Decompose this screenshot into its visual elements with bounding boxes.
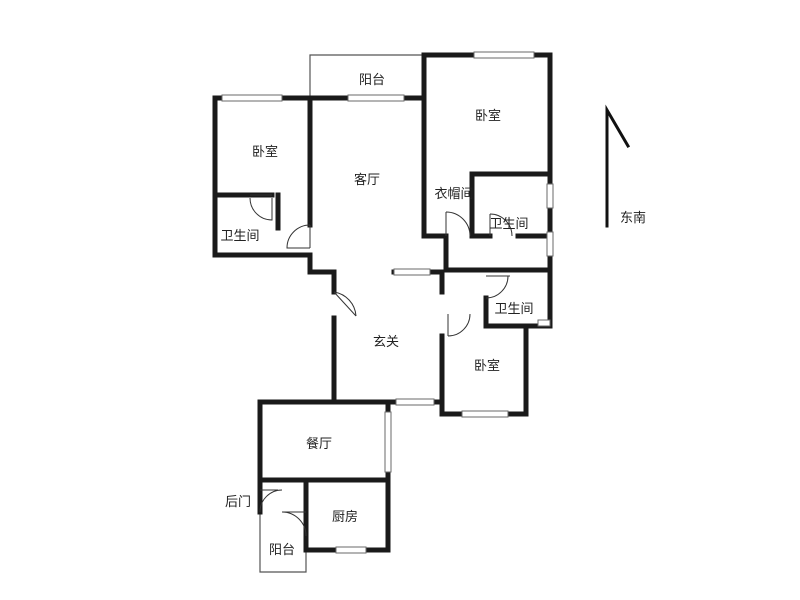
window-kitchen bbox=[335, 546, 367, 554]
label-bedroom-top-right: 卧室 bbox=[475, 108, 501, 124]
window-bedroom-left bbox=[221, 94, 283, 102]
balcony-outline-top bbox=[309, 54, 424, 97]
balcony-outline-bottom bbox=[259, 512, 307, 573]
door-closet bbox=[445, 211, 471, 237]
compass-label: 东南 bbox=[620, 210, 646, 226]
compass-arrow-icon bbox=[605, 104, 631, 228]
label-entrance: 玄关 bbox=[373, 335, 399, 350]
door-bath-left bbox=[249, 194, 273, 221]
door-bath-upper-right bbox=[489, 213, 513, 237]
label-kitchen: 厨房 bbox=[332, 509, 358, 525]
door-bath-lower-right bbox=[485, 275, 510, 299]
room-labels: 阳台 卧室 卧室 客厅 衣帽间 卫生间 卫生间 卫生间 玄关 卧室 餐厅 后门 … bbox=[220, 73, 533, 558]
window-bedroom-bottom bbox=[461, 410, 509, 418]
label-bathroom-left: 卫生间 bbox=[220, 229, 259, 244]
window-bath-right-2 bbox=[546, 231, 554, 257]
label-bedroom-left: 卧室 bbox=[252, 144, 278, 160]
window-bedroom-top-right bbox=[473, 51, 535, 59]
window-corridor bbox=[393, 268, 431, 276]
door-entrance bbox=[333, 291, 357, 317]
window-entrance bbox=[395, 398, 435, 406]
door-back bbox=[259, 489, 283, 513]
door-kitchen bbox=[281, 511, 307, 537]
label-balcony-top: 阳台 bbox=[359, 73, 385, 88]
doors bbox=[249, 194, 513, 537]
window-living bbox=[347, 94, 405, 102]
window-dining-side bbox=[384, 411, 392, 473]
label-back-door: 后门 bbox=[225, 495, 251, 510]
label-walk-in-closet: 衣帽间 bbox=[434, 186, 473, 202]
label-bedroom-bottom-right: 卧室 bbox=[474, 358, 500, 374]
label-living-room: 客厅 bbox=[354, 172, 380, 188]
label-dining-room: 餐厅 bbox=[306, 436, 332, 452]
label-balcony-bottom: 阳台 bbox=[269, 543, 295, 558]
door-bedroom-bottom-right bbox=[447, 313, 471, 337]
door-living-left bbox=[286, 224, 311, 249]
window-bath-lower bbox=[537, 319, 551, 327]
label-bathroom-right-lower: 卫生间 bbox=[494, 302, 533, 317]
label-bathroom-right-upper: 卫生间 bbox=[489, 217, 528, 232]
window-bath-right-1 bbox=[546, 183, 554, 209]
windows bbox=[221, 51, 554, 554]
